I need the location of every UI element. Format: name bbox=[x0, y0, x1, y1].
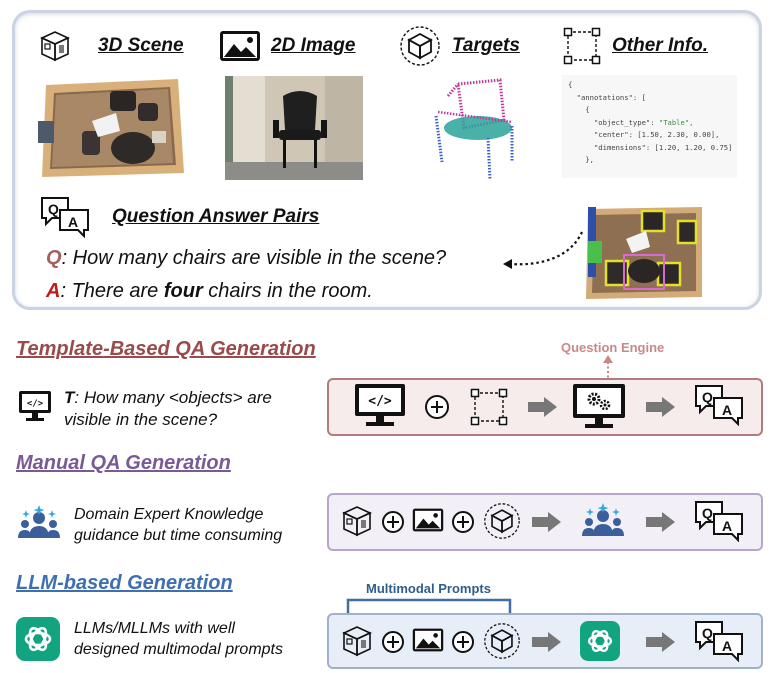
engine-dotted-arrow bbox=[598, 354, 618, 384]
llm-desc-line1: LLMs/MLLMs with well bbox=[74, 620, 235, 637]
target-cube-icon bbox=[399, 25, 441, 67]
answer-pre: : There are bbox=[60, 280, 164, 302]
qa-icon-q: Q bbox=[702, 505, 713, 521]
llm-section-title: LLM-based Generation bbox=[16, 572, 233, 594]
qa-icon-q: Q bbox=[702, 389, 713, 405]
json-line: "dimensions": [1.20, 1.20, 0.75] bbox=[568, 142, 733, 152]
plus-icon bbox=[381, 510, 405, 534]
q-letter: Q bbox=[46, 247, 62, 269]
arrow-right-icon bbox=[532, 632, 562, 652]
json-line: { bbox=[568, 80, 573, 89]
annotation-json: { "annotations": [ { "object_type": "Tab… bbox=[562, 75, 737, 178]
code-glyph: </> bbox=[27, 399, 44, 409]
scene-with-boxes-thumbnail bbox=[584, 205, 704, 301]
json-line: "annotations": [ bbox=[568, 92, 646, 102]
qa-icon-a: A bbox=[722, 402, 732, 418]
chatgpt-logo-icon bbox=[580, 621, 620, 661]
image-icon bbox=[412, 507, 444, 533]
plus-icon bbox=[451, 510, 475, 534]
label-other-info: Other Info. bbox=[612, 35, 709, 56]
qa-title: Question Answer Pairs bbox=[112, 206, 320, 227]
plus-icon bbox=[381, 630, 405, 654]
template-title-part1: Template bbox=[16, 338, 104, 360]
qa-icon-q: Q bbox=[48, 201, 59, 217]
expert-people-icon bbox=[580, 502, 626, 542]
qa-icon-q: Q bbox=[702, 625, 713, 641]
label-2d-image: 2D Image bbox=[271, 35, 356, 56]
qa-chat-icon: Q A bbox=[694, 384, 744, 426]
3d-scene-icon bbox=[340, 503, 374, 537]
answer-bold: four bbox=[163, 280, 203, 302]
template-title-part2: -Based QA Generation bbox=[103, 338, 316, 360]
dotted-arrow bbox=[500, 226, 586, 272]
template-desc-text1: : How many <objects> are bbox=[74, 388, 272, 407]
arrow-right-icon bbox=[646, 397, 676, 417]
3d-scene-thumbnail bbox=[38, 73, 188, 183]
manual-desc-line1: Domain Expert Knowledge bbox=[74, 506, 264, 523]
qa-chat-icon: Q A bbox=[40, 196, 90, 238]
image-icon bbox=[412, 627, 444, 653]
arrow-right-icon bbox=[646, 632, 676, 652]
2d-image-thumbnail bbox=[225, 76, 363, 180]
json-line: "center": [1.50, 2.30, 0.00], bbox=[568, 130, 720, 139]
template-description: T: How many <objects> are visible in the… bbox=[64, 387, 272, 431]
bounding-box-icon bbox=[563, 27, 601, 65]
arrow-right-icon bbox=[646, 512, 676, 532]
qa-icon-a: A bbox=[722, 518, 732, 534]
question-text: : How many chairs are visible in the sce… bbox=[61, 247, 447, 269]
plus-icon bbox=[424, 394, 450, 420]
template-section-title: Template-Based QA Generation bbox=[16, 338, 316, 361]
qa-icon-a: A bbox=[722, 638, 732, 654]
3d-scene-icon bbox=[38, 28, 72, 62]
arrow-right-icon bbox=[528, 397, 558, 417]
code-glyph: </> bbox=[368, 394, 392, 409]
gear-monitor-icon bbox=[572, 383, 626, 429]
target-cube-icon bbox=[483, 502, 521, 540]
json-value: "Table", bbox=[658, 117, 694, 127]
bounding-box-icon bbox=[470, 388, 508, 426]
qa-chat-icon: Q A bbox=[694, 620, 744, 662]
multimodal-prompts-label: Multimodal Prompts bbox=[366, 581, 491, 596]
expert-people-icon bbox=[16, 504, 62, 544]
question-engine-label: Question Engine bbox=[561, 340, 665, 355]
3d-scene-icon bbox=[340, 623, 374, 657]
chatgpt-logo-icon bbox=[16, 617, 60, 661]
manual-section-title: Manual QA Generation bbox=[16, 452, 231, 474]
llm-description: LLMs/MLLMs with well designed multimodal… bbox=[74, 618, 283, 660]
question-line: Q: How many chairs are visible in the sc… bbox=[46, 247, 446, 270]
json-line: "object_type": bbox=[568, 117, 659, 127]
label-3d-scene: 3D Scene bbox=[98, 35, 184, 56]
template-desc-line2: visible in the scene? bbox=[64, 410, 218, 429]
qa-chat-icon: Q A bbox=[694, 500, 744, 542]
a-letter: A bbox=[46, 280, 61, 302]
image-icon bbox=[219, 30, 261, 62]
manual-description: Domain Expert Knowledge guidance but tim… bbox=[74, 504, 282, 546]
json-line: }, bbox=[568, 155, 594, 164]
template-desc-line1: T: How many <objects> are bbox=[64, 387, 272, 409]
code-monitor-icon: </> bbox=[18, 390, 52, 422]
manual-desc-line2: guidance but time consuming bbox=[74, 527, 283, 544]
arrow-right-icon bbox=[532, 512, 562, 532]
answer-post: chairs in the room. bbox=[202, 280, 373, 302]
target-cube-icon bbox=[483, 622, 521, 660]
json-line: { bbox=[568, 105, 590, 114]
plus-icon bbox=[451, 630, 475, 654]
prompts-bracket bbox=[346, 597, 512, 619]
template-t: T bbox=[64, 388, 75, 407]
answer-line: A: There are four chairs in the room. bbox=[46, 280, 373, 303]
target-chair-pointcloud bbox=[428, 76, 518, 184]
qa-icon-a: A bbox=[68, 214, 78, 230]
code-monitor-icon: </> bbox=[354, 383, 406, 427]
llm-desc-line2: designed multimodal prompts bbox=[74, 641, 283, 658]
label-targets: Targets bbox=[452, 35, 520, 56]
